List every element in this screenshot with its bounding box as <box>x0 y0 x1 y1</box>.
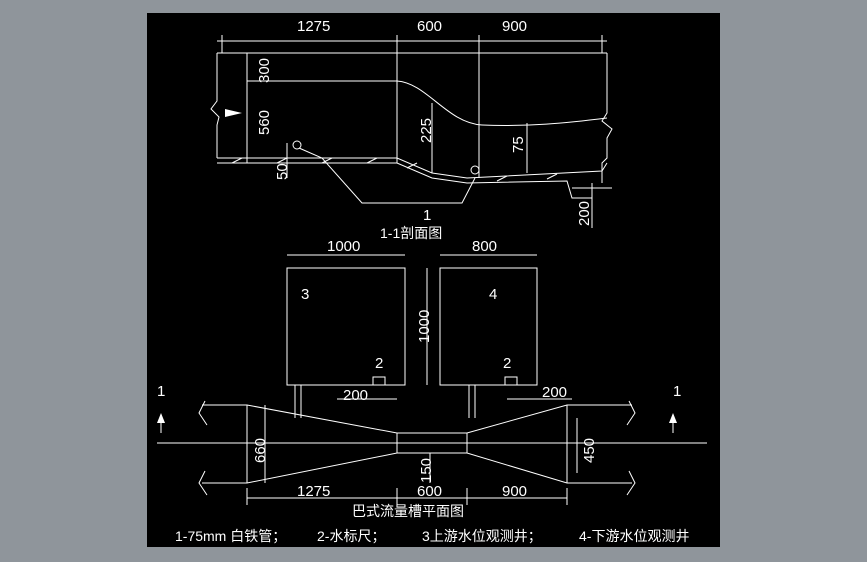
dim-bottom-900: 900 <box>502 483 527 500</box>
hatch <box>406 162 418 169</box>
dim-200: 200 <box>576 201 593 226</box>
dim-660: 660 <box>252 438 269 463</box>
dim-well4-width: 800 <box>472 238 497 255</box>
gauge4-label: 2 <box>503 355 511 372</box>
section-mark-right: 1 <box>673 383 681 400</box>
flume-upper-wall <box>202 404 632 434</box>
left-wall <box>210 53 220 158</box>
pipe-inlet-upstream <box>292 140 302 150</box>
white-iron-pipe <box>298 147 476 204</box>
legend-item-4: 4-下游水位观测井 <box>579 528 689 544</box>
legend-item-2: 2-水标尺； <box>317 528 385 545</box>
legend: 1-75mm 白铁管； 2-水标尺； 3上游水位观测井； 4-下游水位观测井 <box>175 528 689 545</box>
dim-top-1275: 1275 <box>297 18 330 35</box>
section-arrow-right <box>669 413 677 423</box>
pipe-inlet-downstream <box>470 165 480 175</box>
dim-225: 225 <box>418 118 435 143</box>
section-mark-left: 1 <box>157 383 165 400</box>
downstream-observation-well <box>439 267 538 386</box>
dim-top-600: 600 <box>417 18 442 35</box>
gauge3-label: 2 <box>375 355 383 372</box>
section-arrow-left <box>157 413 165 423</box>
legend-item-3: 3上游水位观测井； <box>422 528 542 545</box>
dim-200-left: 200 <box>343 387 368 404</box>
well3-label: 3 <box>301 286 309 303</box>
break-right-bottom <box>626 470 636 496</box>
break-left-top <box>198 400 208 426</box>
section-title: 1-1剖面图 <box>380 225 442 241</box>
dim-bottom-1275: 1275 <box>297 483 330 500</box>
dim-well-height: 1000 <box>416 310 433 343</box>
hatch <box>276 157 288 164</box>
plan-title: 巴式流量槽平面图 <box>352 503 464 519</box>
section-marker: 1 <box>423 207 431 224</box>
flume-bed-lower <box>217 162 592 199</box>
right-wall <box>601 53 613 183</box>
legend-item-1: 1-75mm 白铁管； <box>175 528 286 545</box>
water-gauge-4 <box>504 376 518 386</box>
dim-50: 50 <box>274 163 291 180</box>
dim-top-900: 900 <box>502 18 527 35</box>
hatch <box>231 157 243 164</box>
dim-200-right: 200 <box>542 384 567 401</box>
dim-560: 560 <box>256 110 273 135</box>
hatch <box>546 173 558 180</box>
flume-lower-wall <box>202 452 632 484</box>
dim-450: 450 <box>581 438 598 463</box>
water-surface <box>247 80 608 127</box>
flume-bed <box>217 157 608 179</box>
dim-150: 150 <box>418 458 435 483</box>
flow-arrow <box>225 109 242 117</box>
upstream-observation-well <box>286 267 406 386</box>
plan-view: 1000 800 1000 3 2 4 2 200 200 <box>157 238 707 519</box>
cad-drawing: 1275 600 900 300 560 225 75 <box>157 18 707 545</box>
dim-well3-width: 1000 <box>327 238 360 255</box>
dim-300: 300 <box>256 58 273 83</box>
water-gauge-3 <box>372 376 386 386</box>
cad-drawing-canvas: 1275 600 900 300 560 225 75 <box>147 13 720 547</box>
well4-label: 4 <box>489 286 497 303</box>
dim-bottom-600: 600 <box>417 483 442 500</box>
hatch <box>496 175 508 182</box>
dim-75: 75 <box>510 136 527 153</box>
break-right-top <box>626 400 636 426</box>
break-left-bottom <box>198 470 208 496</box>
hatch <box>366 157 378 164</box>
hatch <box>321 157 333 164</box>
section-view: 1275 600 900 300 560 225 75 <box>210 18 613 241</box>
